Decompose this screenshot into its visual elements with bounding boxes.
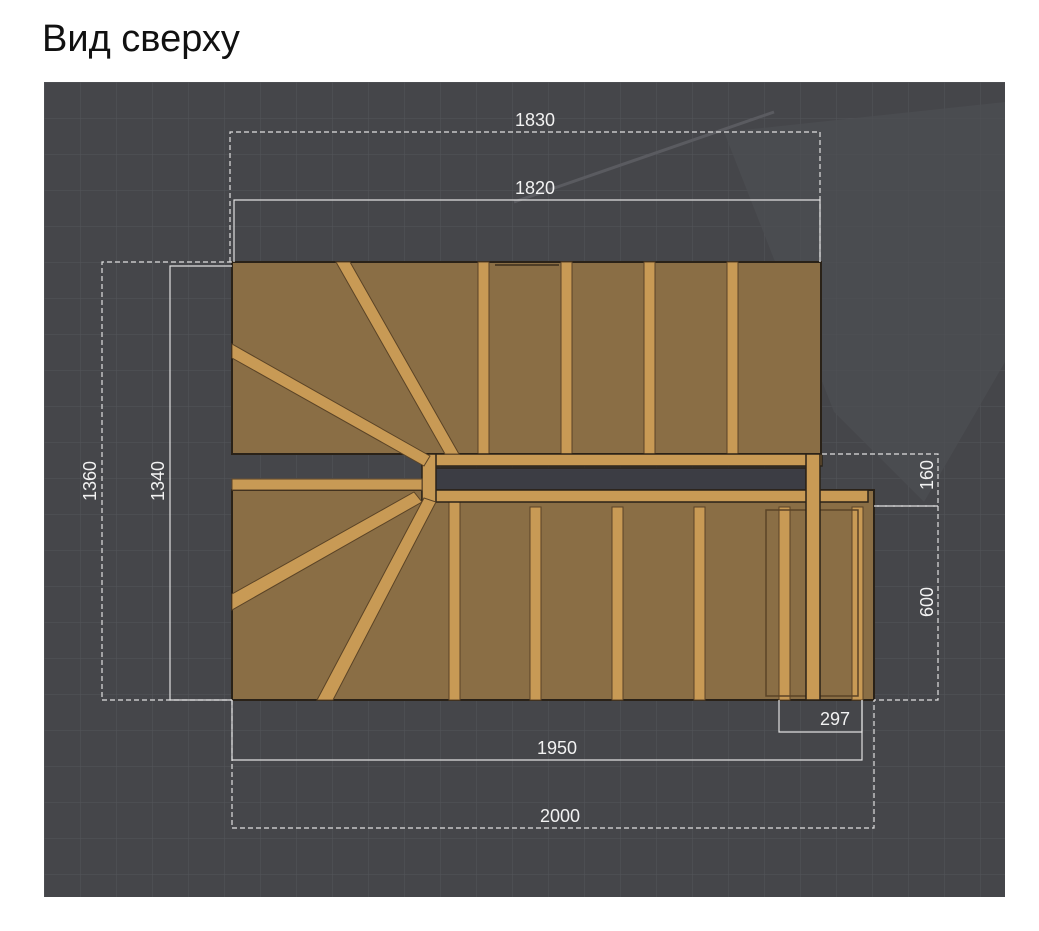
lower-flight [231, 489, 875, 701]
dim-label-2000: 2000 [540, 806, 580, 826]
lower-stringer [529, 506, 542, 701]
dim-600-line [874, 505, 939, 701]
dim-1830-line [229, 131, 821, 262]
opening-gap [433, 467, 807, 491]
dim-label-297: 297 [820, 709, 850, 729]
upper-stringer [477, 261, 490, 455]
winder-stringer [335, 261, 460, 455]
lower-tread-area [231, 489, 875, 701]
dim-1820-line [233, 199, 821, 262]
background-line [513, 110, 775, 204]
upper-flight [231, 261, 822, 455]
dim-2000-line [231, 700, 875, 829]
dim-label-1950: 1950 [537, 738, 577, 758]
dim-label-600: 600 [917, 587, 937, 617]
lower-stringer [611, 506, 624, 701]
lower-stringer [778, 506, 791, 701]
dimension-lines [101, 131, 939, 829]
upper-stringer [560, 261, 573, 455]
winder-stringers [231, 261, 460, 701]
stair-plan-svg: 1830 1820 1360 1340 160 600 297 1950 200… [44, 82, 1005, 897]
central-beam [421, 453, 869, 701]
winder-horizontal [231, 478, 423, 491]
top-view-drawing: 1830 1820 1360 1340 160 600 297 1950 200… [44, 82, 1005, 897]
dim-label-1340: 1340 [148, 461, 168, 501]
winder-stringer [316, 497, 437, 701]
winder-stringer [231, 343, 431, 467]
vertical-post [805, 453, 821, 701]
dim-1340-line [169, 265, 232, 701]
upper-stringer [643, 261, 656, 455]
lower-stringer [448, 501, 461, 701]
dim-label-1830: 1830 [515, 110, 555, 130]
beam-top [421, 453, 823, 467]
dim-label-1360: 1360 [80, 461, 100, 501]
dim-label-160: 160 [917, 460, 937, 490]
upper-stringer [726, 261, 739, 455]
background-shadow [724, 102, 1005, 502]
beam-bottom [421, 489, 869, 503]
dim-label-1820: 1820 [515, 178, 555, 198]
dim-1950-line [231, 700, 863, 761]
page-title: Вид сверху [42, 18, 240, 60]
dim-1360-line [101, 261, 232, 701]
lower-stringer [693, 506, 706, 701]
